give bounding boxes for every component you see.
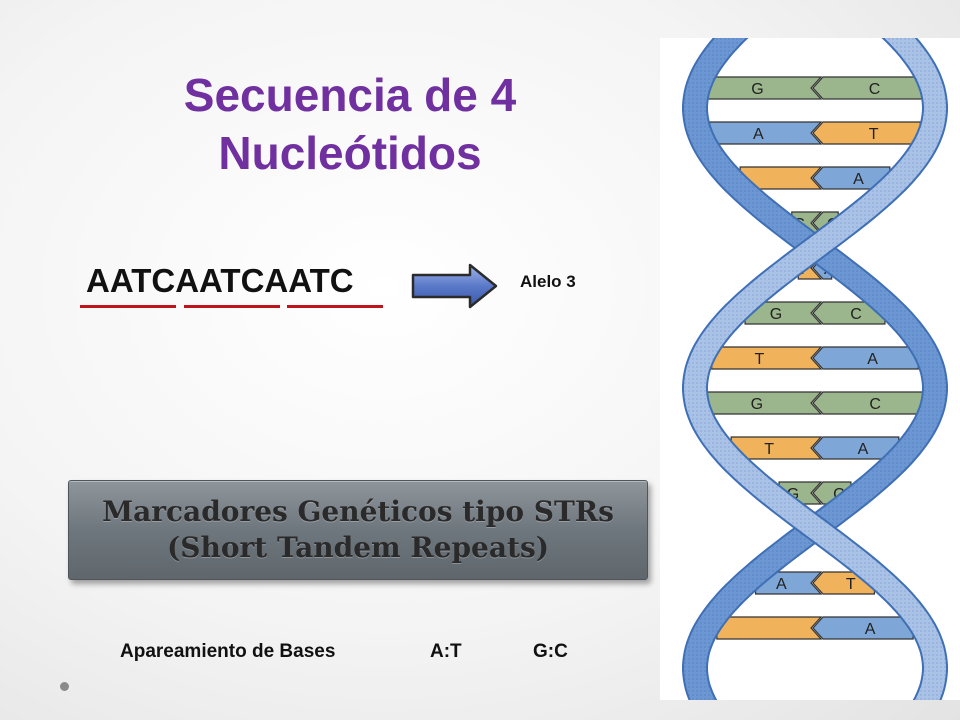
base-left-8 bbox=[706, 391, 823, 415]
base-left-1 bbox=[707, 76, 823, 100]
base-left-13 bbox=[716, 616, 823, 640]
base-letter-right-1: C bbox=[869, 81, 881, 98]
base-right-7 bbox=[812, 346, 919, 370]
base-letter-right-12: T bbox=[846, 576, 856, 593]
base-left-2 bbox=[709, 121, 823, 145]
base-right-13 bbox=[812, 616, 914, 640]
base-letter-right-13: A bbox=[865, 621, 876, 638]
base-letter-left-2: A bbox=[753, 126, 764, 143]
base-letter-left-12: A bbox=[776, 576, 787, 593]
pair-at: A:T bbox=[430, 641, 462, 662]
pair-gc: G:C bbox=[533, 641, 568, 662]
base-right-3 bbox=[812, 166, 891, 190]
markers-title: Marcadores Genéticos tipo STRs bbox=[102, 495, 614, 528]
repeat-underline-1 bbox=[80, 305, 176, 308]
base-letter-left-8: G bbox=[751, 396, 763, 413]
base-letter-right-3: A bbox=[853, 171, 864, 188]
repeat-underline-2 bbox=[184, 305, 280, 308]
base-right-8 bbox=[812, 391, 924, 415]
dna-strand-back bbox=[684, 38, 946, 700]
base-letter-left-9: T bbox=[764, 441, 774, 458]
bullet-icon bbox=[60, 682, 69, 691]
str-markers-box: Marcadores Genéticos tipo STRs (Short Ta… bbox=[68, 480, 648, 580]
base-right-9 bbox=[812, 436, 900, 460]
base-letter-right-6: C bbox=[850, 306, 862, 323]
base-letter-right-7: A bbox=[867, 351, 878, 368]
base-pair-3: A bbox=[739, 166, 891, 190]
allele-label: Alelo 3 bbox=[520, 272, 576, 291]
slide-title: Secuencia de 4 Nucleótidos bbox=[110, 66, 590, 182]
base-pair-13: A bbox=[716, 616, 914, 640]
base-letter-right-9: A bbox=[858, 441, 869, 458]
base-pairing-label: Apareamiento de Bases bbox=[120, 641, 336, 662]
markers-subtitle: (Short Tandem Repeats) bbox=[167, 531, 549, 564]
base-letter-right-2: T bbox=[869, 126, 879, 143]
base-right-1 bbox=[812, 76, 923, 100]
base-letter-right-8: C bbox=[869, 396, 881, 413]
repeat-underline-3 bbox=[287, 305, 383, 308]
base-letter-left-1: G bbox=[751, 81, 763, 98]
title-line-1: Secuencia de 4 bbox=[183, 69, 517, 121]
title-line-2: Nucleótidos bbox=[218, 127, 482, 179]
base-letter-left-7: T bbox=[754, 351, 764, 368]
base-left-7 bbox=[711, 346, 823, 370]
base-letter-left-6: G bbox=[770, 306, 782, 323]
str-sequence: AATCAATCAATC bbox=[86, 262, 354, 299]
dna-strand-front bbox=[684, 38, 946, 700]
right-arrow-icon bbox=[410, 262, 500, 310]
base-right-2 bbox=[812, 121, 921, 145]
